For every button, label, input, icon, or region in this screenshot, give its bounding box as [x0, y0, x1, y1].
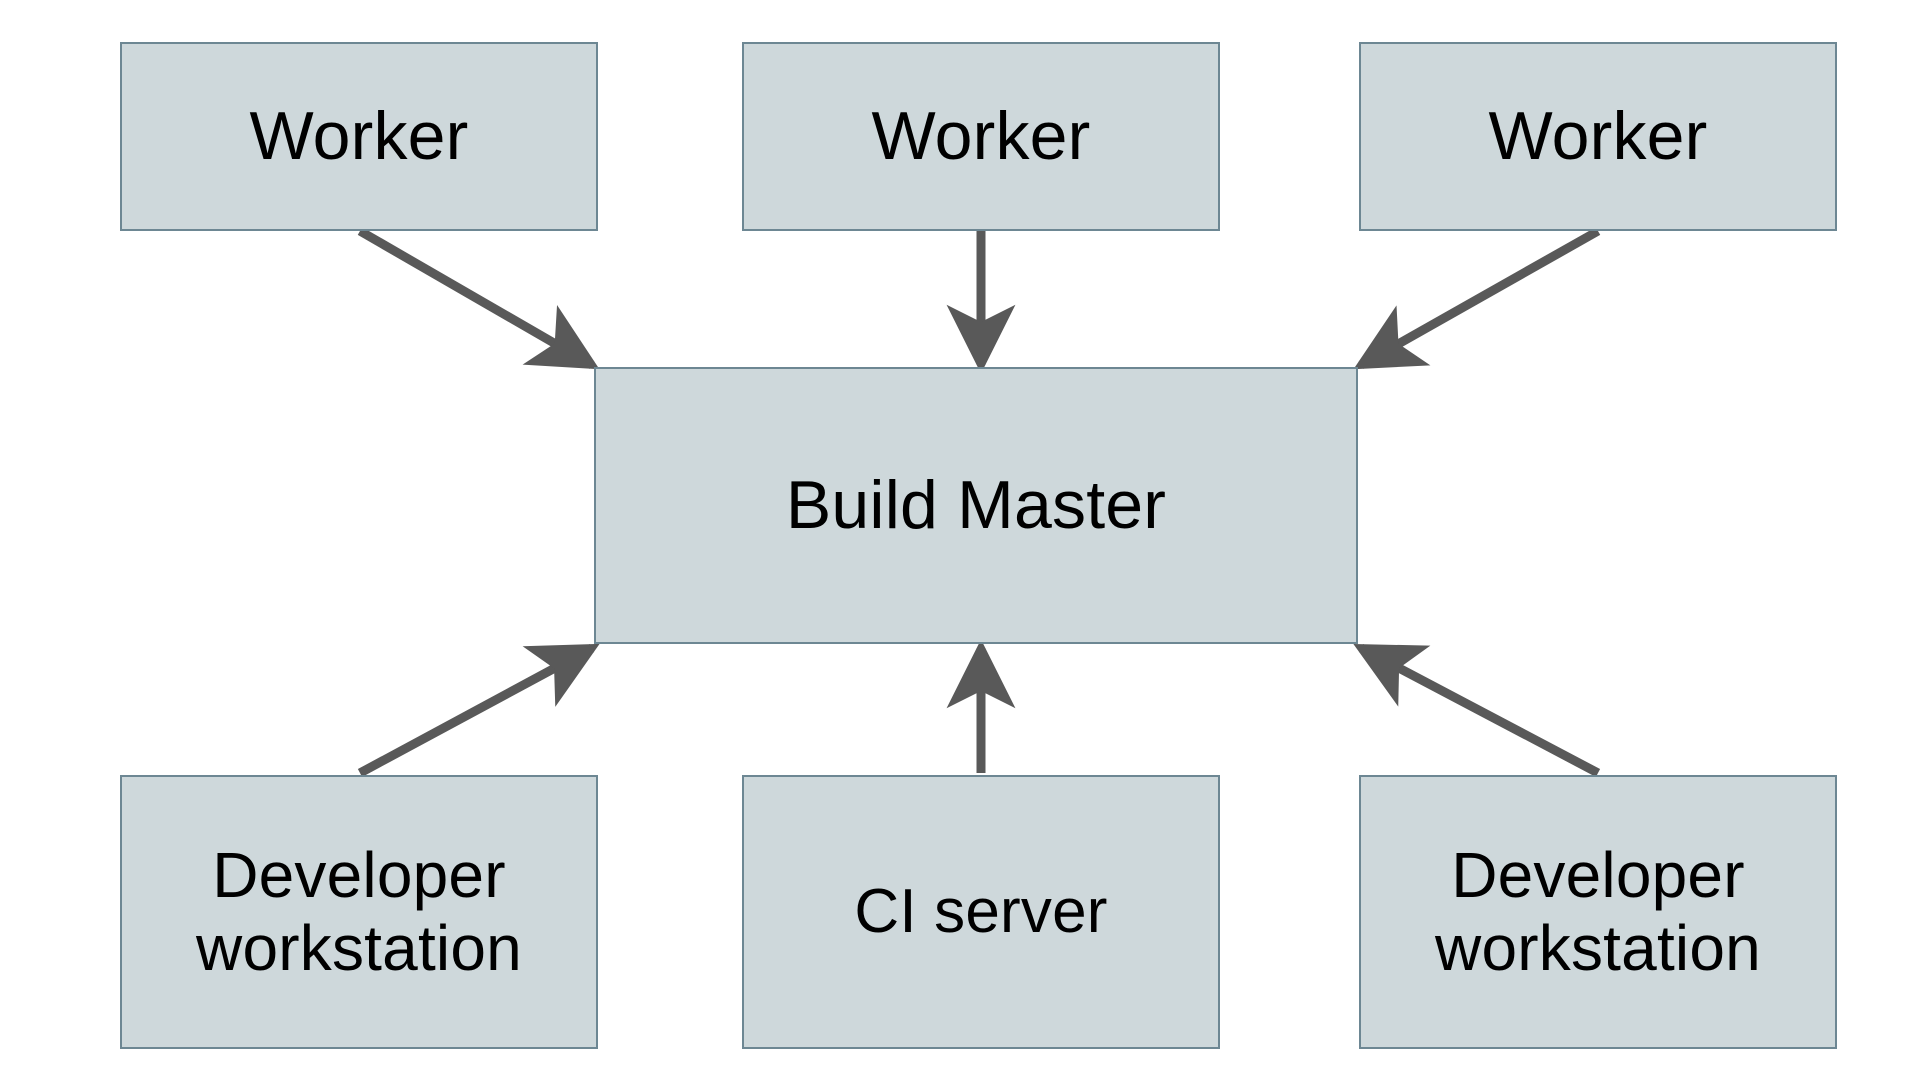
node-developer-workstation-right[interactable]: Developer workstation	[1359, 775, 1837, 1049]
node-ci-server[interactable]: CI server	[742, 775, 1220, 1049]
node-label: Worker	[871, 97, 1091, 174]
node-label: Worker	[249, 97, 469, 174]
edge-dev-left-to-build-master	[357, 643, 600, 777]
edge-worker-right-to-build-master	[1353, 227, 1601, 370]
node-label: Build Master	[785, 466, 1167, 543]
node-worker-right[interactable]: Worker	[1359, 42, 1837, 231]
node-label: Developer workstation	[196, 839, 522, 984]
node-build-master[interactable]: Build Master	[594, 367, 1358, 644]
node-worker-left[interactable]: Worker	[120, 42, 598, 231]
node-developer-workstation-left[interactable]: Developer workstation	[120, 775, 598, 1049]
node-label: Developer workstation	[1435, 839, 1761, 984]
node-worker-mid[interactable]: Worker	[742, 42, 1220, 231]
edge-dev-right-to-build-master	[1353, 643, 1601, 777]
node-label: Worker	[1488, 97, 1708, 174]
edge-worker-left-to-build-master	[357, 227, 600, 370]
node-label: CI server	[854, 876, 1108, 946]
